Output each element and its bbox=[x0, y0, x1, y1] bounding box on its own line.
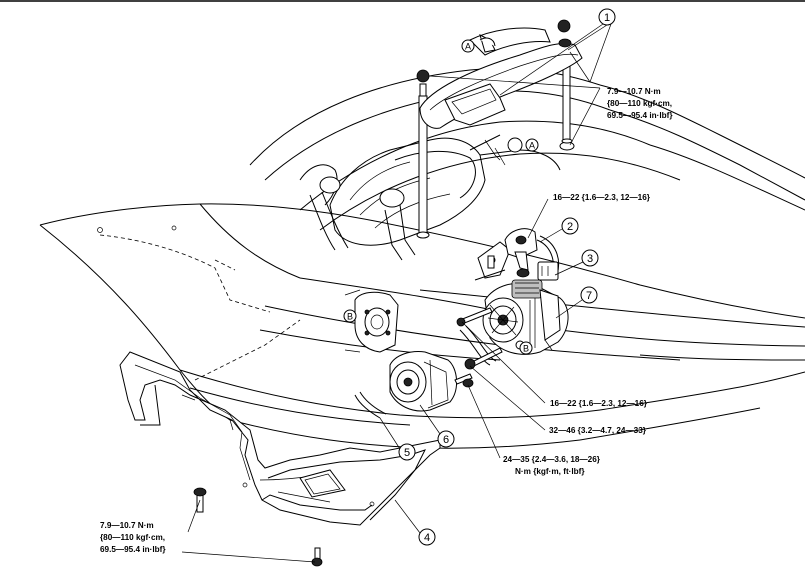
bolt-splash-shield-upper bbox=[193, 487, 207, 513]
alternator-bracket bbox=[474, 228, 560, 281]
callout-1-label: 1 bbox=[604, 12, 610, 24]
torque-units: N·m {kgf·m, ft·lbf} bbox=[515, 467, 585, 476]
engine-intake-assembly bbox=[249, 59, 805, 261]
callout-5: 5 bbox=[398, 443, 416, 461]
pulley-assembly bbox=[389, 351, 457, 412]
torque-alternator-short: 24—35 {2.4—3.6, 18—26} bbox=[503, 455, 601, 464]
callout-3-label: 3 bbox=[587, 253, 593, 265]
splash-shield bbox=[119, 351, 441, 526]
callout-5-label: 5 bbox=[404, 447, 410, 459]
torque-spec-splash-shield: 7.9—10.7 N·m {80—110 kgf·cm, 69.5—95.4 i… bbox=[100, 521, 166, 554]
ref-b-left: B bbox=[343, 309, 357, 323]
bolt-alternator-pivot bbox=[454, 373, 474, 388]
callout-3: 3 bbox=[581, 249, 599, 267]
callouts: 1 2 3 4 5 6 7 bbox=[398, 8, 616, 546]
ref-a-middle-label: A bbox=[529, 141, 535, 151]
callout-6: 6 bbox=[437, 430, 455, 448]
ref-b-right: B bbox=[519, 341, 533, 355]
torque-spec-heat-insulator: 7.9—10.7 N·m {80—110 kgf·cm, 69.5—95.4 i… bbox=[607, 87, 673, 120]
torque-heat-insulator-line1: 7.9—10.7 N·m bbox=[607, 87, 661, 96]
bolt-splash-shield-lower bbox=[311, 547, 323, 567]
callout-4-label: 4 bbox=[424, 532, 430, 544]
callout-7-label: 7 bbox=[586, 290, 592, 302]
engine-mount-bracket bbox=[344, 289, 399, 353]
reference-letters: A A B B bbox=[343, 39, 539, 355]
bolt-upper-left bbox=[456, 307, 493, 327]
callout-1: 1 bbox=[598, 8, 616, 26]
hose-line bbox=[354, 325, 497, 419]
torque-heat-insulator-line3: 69.5—95.4 in·lbf} bbox=[607, 111, 673, 120]
callout-2-label: 2 bbox=[567, 221, 573, 233]
ref-a-top-label: A bbox=[465, 42, 471, 52]
torque-splash-shield-line2: {80—110 kgf·cm, bbox=[100, 533, 165, 542]
ref-b-right-label: B bbox=[523, 344, 529, 354]
bolt-lower-long bbox=[464, 347, 503, 370]
bolts bbox=[193, 307, 503, 567]
torque-splash-shield-line3: 69.5—95.4 in·lbf} bbox=[100, 545, 166, 554]
heat-insulator bbox=[416, 19, 583, 129]
ref-a-top: A bbox=[461, 39, 475, 53]
callout-4: 4 bbox=[418, 528, 436, 546]
leader-lines bbox=[181, 23, 612, 563]
callout-2: 2 bbox=[561, 217, 579, 235]
torque-alternator-long: 32—46 {3.2—4.7, 24—33} bbox=[549, 426, 647, 435]
ref-a-middle: A bbox=[525, 138, 539, 152]
ref-b-left-label: B bbox=[347, 312, 353, 322]
vehicle-body-outline bbox=[39, 203, 805, 449]
callout-6-label: 6 bbox=[443, 434, 449, 446]
callout-7: 7 bbox=[580, 286, 598, 304]
torque-splash-shield-line1: 7.9—10.7 N·m bbox=[100, 521, 154, 530]
torque-bracket-lower: 16—22 {1.6—2.3, 12—16} bbox=[550, 399, 648, 408]
torque-heat-insulator-line2: {80—110 kgf·cm, bbox=[607, 99, 672, 108]
torque-bracket-upper: 16—22 {1.6—2.3, 12—16} bbox=[553, 193, 651, 202]
